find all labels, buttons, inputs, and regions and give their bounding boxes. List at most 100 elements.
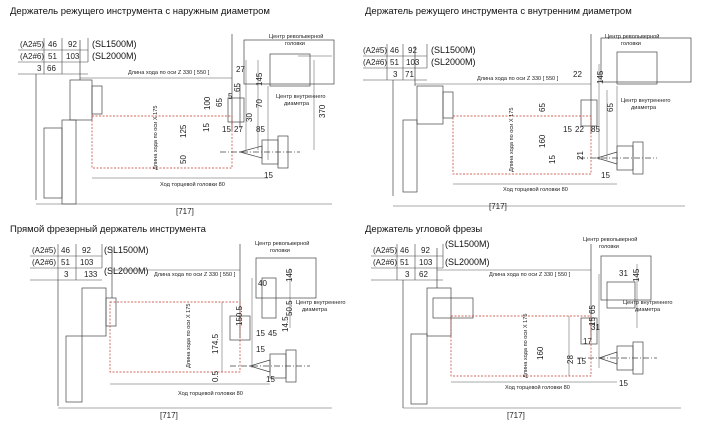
total-length-label: [717]: [176, 207, 194, 216]
panel-title: Держатель угловой фрезы: [365, 224, 483, 235]
dim-value: 65: [588, 305, 597, 314]
legend-a1: 46: [61, 246, 70, 255]
legend-a1: 46: [48, 40, 57, 49]
dim-value: 21: [576, 151, 585, 160]
face-travel-label: Ход торцевой головки 80: [505, 384, 570, 391]
legend-table: [363, 44, 428, 81]
dimension-lines: [36, 55, 332, 205]
panel-title: Держатель режущего инструмента с наружны…: [10, 6, 270, 17]
dim-value: 15: [619, 379, 628, 388]
legend-d3: 71: [405, 70, 414, 79]
inner-dia-center-label-2: диаметра: [631, 105, 657, 111]
od-holder-drawing: (A2#5) (A2#6) 46 92 51 103 3 66 (SL1500M…: [18, 33, 335, 216]
dim-value: 145: [632, 268, 641, 282]
legend-a2: 51: [390, 58, 399, 67]
machine-outline: [57, 244, 317, 406]
dim-value: 160: [536, 346, 545, 360]
machine-outline: [392, 34, 692, 196]
dim-value: 5: [228, 92, 233, 101]
total-length-label: [717]: [489, 202, 507, 211]
chuck: [220, 135, 300, 169]
model-sl1500m: (SL1500M): [431, 45, 476, 55]
x-travel-label: Длина хода по оси X 175: [153, 106, 159, 170]
dim-value: 15: [256, 345, 265, 354]
x-travel-label: Длина хода по оси X 175: [186, 304, 192, 368]
legend-d3: 62: [419, 270, 428, 279]
inner-dia-center-label-1: Центр внутреннего: [276, 94, 326, 100]
angle-milling-drawing: (A2#5) (A2#6) 46 92 51 103 3 62 (SL1500M…: [371, 236, 681, 420]
dim-value: 30: [245, 113, 254, 122]
legend-b2: 103: [406, 58, 420, 67]
face-travel-label: Ход торцевой головки 80: [178, 390, 243, 397]
total-length-label: [717]: [507, 411, 525, 420]
model-sl2000m: (SL2000M): [431, 57, 476, 67]
turret-center-label-2: головки: [270, 248, 290, 254]
legend-table: [30, 244, 103, 281]
legend-b2: 103: [66, 52, 80, 61]
straight-milling-drawing: (A2#5) (A2#6) 46 92 51 103 3 133 (SL1500…: [30, 240, 346, 420]
dim-value: 160: [538, 134, 547, 148]
legend-d3: 133: [84, 270, 98, 279]
legend-a2: 51: [61, 258, 70, 267]
dim-value: 65: [215, 98, 224, 107]
x-travel-label: Длина хода по оси X 175: [523, 314, 529, 378]
turret-center-label-2: головки: [599, 244, 619, 250]
dim-value: 14.5: [281, 316, 290, 332]
legend-row1-label: (A2#5): [20, 40, 44, 49]
legend-row2-label: (A2#6): [373, 258, 397, 267]
dim-value: 150.5: [235, 305, 244, 326]
dim-value: 145: [596, 70, 605, 84]
dim-value: 65: [233, 83, 242, 92]
legend-row1-label: (A2#5): [373, 246, 397, 255]
legend-a2: 51: [48, 52, 57, 61]
dim-value: 85: [256, 125, 265, 134]
panel-straight-milling-holder: Прямой фрезерный держатель инструмента (…: [0, 218, 355, 436]
dim-value: 27: [236, 65, 245, 74]
dim-value: 65: [538, 103, 547, 112]
dim-value: 15: [264, 171, 273, 180]
legend-c3: 3: [393, 70, 398, 79]
inner-dia-center-label-2: диаметра: [284, 101, 310, 107]
travel-envelope: [91, 115, 233, 169]
legend-row2-label: (A2#6): [363, 58, 387, 67]
machine-outline: [402, 244, 652, 408]
dim-value: 50.5: [285, 300, 294, 316]
dim-value: 15: [266, 375, 275, 384]
legend-a1: 46: [400, 246, 409, 255]
z-travel-label: Длина хода по оси Z 330 [ 550 ]: [489, 272, 571, 278]
inner-dia-center-label-2: диаметра: [635, 307, 661, 313]
dim-value: 22: [575, 125, 584, 134]
z-travel-label: Длина хода по оси Z 330 [ 550 ]: [154, 272, 236, 278]
legend-table: [18, 38, 89, 75]
dim-value: 85: [591, 125, 600, 134]
z-travel-label: Длина хода по оси Z 330 [ 550 ]: [128, 70, 210, 76]
travel-envelope: [109, 301, 241, 373]
dim-value: 15: [222, 125, 231, 134]
dim-value: 27: [234, 125, 243, 134]
legend-b2: 103: [80, 258, 94, 267]
dimension-lines: [58, 268, 332, 409]
legend-c3: 3: [405, 270, 410, 279]
dim-value: 145: [255, 72, 264, 86]
dim-value: 70: [255, 99, 264, 108]
machine-outline: [35, 34, 335, 205]
panel-title: Держатель режущего инструмента с внутрен…: [365, 6, 632, 17]
chuck: [579, 141, 657, 175]
dim-value: 15: [588, 317, 597, 326]
legend-row2-label: (A2#6): [32, 258, 56, 267]
total-length-label: [717]: [160, 411, 178, 420]
dim-value: 22: [573, 70, 582, 79]
face-travel-label: Ход торцевой головки 80: [160, 181, 225, 188]
panel-od-holder: Держатель режущего инструмента с наружны…: [0, 0, 355, 218]
turret-center-label-1: Центр револьверной: [255, 240, 309, 247]
dim-value: 28: [566, 355, 575, 364]
travel-envelope: [450, 315, 592, 377]
dim-value: 370: [318, 104, 327, 118]
dim-value: 15: [548, 155, 557, 164]
legend-b1: 92: [421, 246, 430, 255]
inner-dia-center-label-1: Центр внутреннего: [621, 98, 671, 104]
legend-a2: 51: [400, 258, 409, 267]
dimension-lines: [393, 64, 685, 207]
legend-row1-label: (A2#5): [363, 46, 387, 55]
model-sl1500m: (SL1500M): [104, 245, 149, 255]
